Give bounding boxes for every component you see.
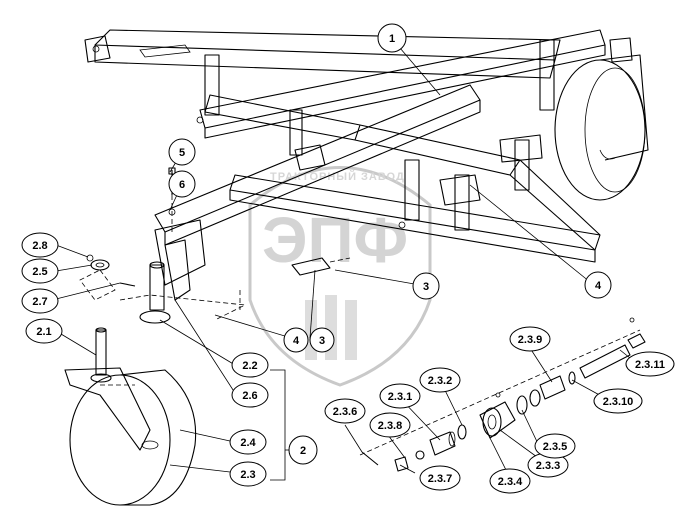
callout-2-3-4: 2.3.4 <box>489 468 531 494</box>
callout-3a: 3 <box>412 272 440 300</box>
callout-2-3-10-label: 2.3.10 <box>603 396 634 408</box>
callout-2-3-1: 2.3.1 <box>379 383 421 409</box>
callout-3b: 3 <box>309 327 335 353</box>
callout-2-3-6: 2.3.6 <box>324 398 366 424</box>
callout-2-3: 2.3 <box>229 461 267 487</box>
callout-2-8-label: 2.8 <box>32 240 47 252</box>
callout-4a-label: 4 <box>595 280 602 292</box>
callout-2-7: 2.7 <box>21 288 59 314</box>
callout-2-3-3-label: 2.3.3 <box>536 460 560 472</box>
caster-assembly <box>64 167 247 506</box>
callout-2-6-label: 2.6 <box>242 390 257 402</box>
callout-1-label: 1 <box>389 33 395 45</box>
callout-4b: 4 <box>283 327 309 353</box>
callout-5-label: 5 <box>179 147 185 159</box>
callout-2-3-8: 2.3.8 <box>369 412 411 438</box>
watermark-text: ЭПФ <box>262 204 408 276</box>
callout-2-label: 2 <box>300 445 306 457</box>
callout-2: 2 <box>288 435 318 465</box>
callout-2-3-5: 2.3.5 <box>534 433 576 459</box>
callout-4a: 4 <box>584 271 612 299</box>
callout-4b-label: 4 <box>293 335 300 347</box>
callout-2-3-1-label: 2.3.1 <box>388 391 412 403</box>
callout-3a-label: 3 <box>423 281 429 293</box>
callout-2-2-label: 2.2 <box>242 360 257 372</box>
callout-2-3-label: 2.3 <box>240 469 255 481</box>
callout-2-6: 2.6 <box>231 382 269 408</box>
callout-2-3-7-label: 2.3.7 <box>428 473 452 485</box>
callout-2-3-7: 2.3.7 <box>419 465 461 491</box>
callout-2-2: 2.2 <box>231 352 269 378</box>
rear-wheel <box>554 37 649 201</box>
frame-assembly <box>84 29 606 276</box>
callout-2-1: 2.1 <box>25 318 63 344</box>
callout-3b-label: 3 <box>319 335 325 347</box>
leader-lines <box>55 47 636 481</box>
watermark-arc-text: ТРАКТОРНЫЙ ЗАВОД <box>270 170 405 183</box>
callout-2-3-11-label: 2.3.11 <box>635 359 665 371</box>
callout-2-4: 2.4 <box>229 429 267 455</box>
callout-6: 6 <box>168 170 196 198</box>
callout-2-3-10: 2.3.10 <box>593 388 643 414</box>
hub-exploded-view <box>359 317 646 472</box>
callout-2-8: 2.8 <box>21 232 59 258</box>
callout-2-3-11: 2.3.11 <box>625 351 675 377</box>
callout-2-5: 2.5 <box>21 258 59 284</box>
callout-2-5-label: 2.5 <box>32 266 47 278</box>
callout-6-label: 6 <box>179 179 185 191</box>
callout-2-3-8-label: 2.3.8 <box>378 420 402 432</box>
callout-1: 1 <box>377 23 407 53</box>
callout-5: 5 <box>168 138 196 166</box>
callout-2-3-2-label: 2.3.2 <box>428 375 452 387</box>
watermark-logo: ЭПФ ТРАКТОРНЫЙ ЗАВОД <box>248 166 432 387</box>
callout-2-3-9: 2.3.9 <box>509 326 551 352</box>
callout-2-3-6-label: 2.3.6 <box>333 406 357 418</box>
callout-2-3-2: 2.3.2 <box>419 367 461 393</box>
callout-2-3-4-label: 2.3.4 <box>498 476 523 488</box>
callout-2-3-9-label: 2.3.9 <box>518 334 542 346</box>
callout-2-3-5-label: 2.3.5 <box>543 441 567 453</box>
callout-2-7-label: 2.7 <box>32 296 47 308</box>
callout-2-1-label: 2.1 <box>36 326 51 338</box>
callout-2-4-label: 2.4 <box>240 437 256 449</box>
